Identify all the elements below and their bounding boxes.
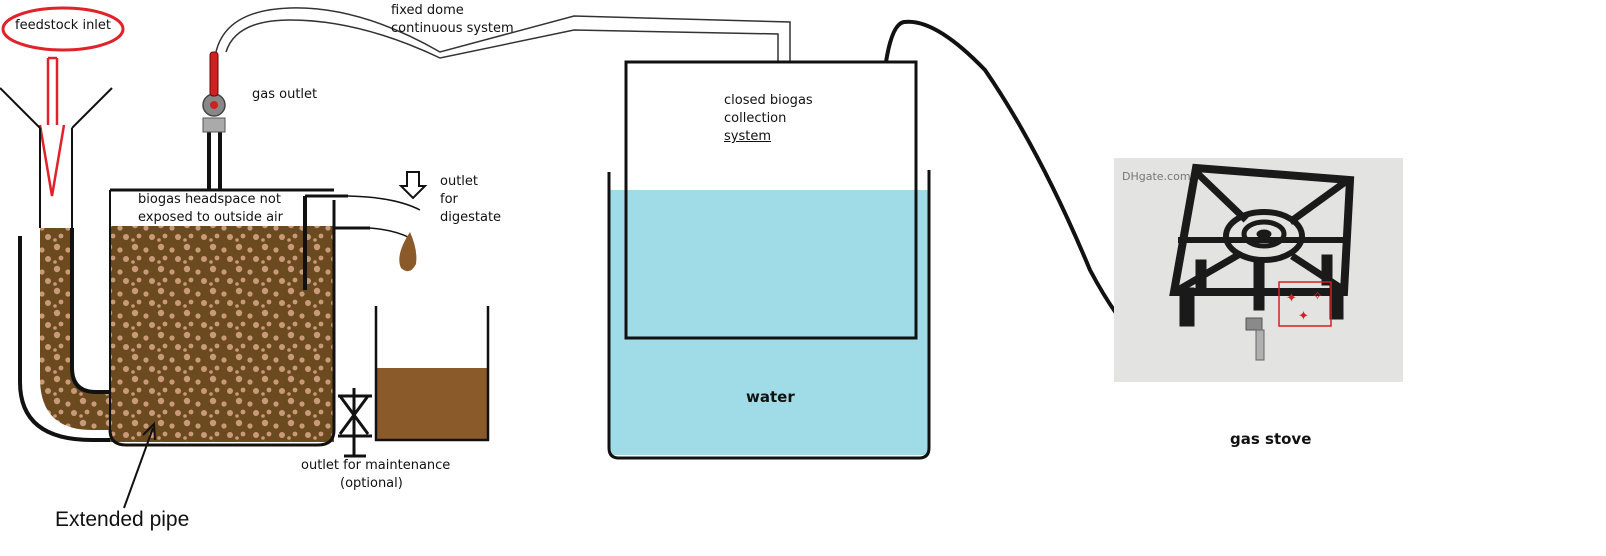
label-extended-pipe: Extended pipe [55, 508, 190, 531]
feed-arrow-icon [38, 56, 66, 197]
digestate-container [374, 306, 490, 442]
label-water: water [746, 388, 795, 406]
label-headspace-line1: biogas headspace not [138, 192, 281, 207]
label-continuous-system: continuous system [391, 21, 514, 36]
label-maintenance-2: (optional) [340, 476, 403, 491]
label-gas-stove: gas stove [1230, 430, 1312, 448]
svg-text:✦: ✦ [1298, 309, 1309, 324]
label-outlet-digestate-2: for [440, 192, 458, 207]
label-feedstock-inlet: feedstock inlet [15, 18, 112, 33]
digester-slurry [110, 226, 334, 442]
label-collection-2: collection [724, 111, 787, 126]
label-gas-outlet: gas outlet [252, 87, 318, 102]
label-collection-3: system [724, 129, 771, 144]
digestate-liquid [376, 368, 488, 440]
extended-pipe-arrow-icon [123, 421, 156, 509]
water-body [610, 190, 928, 455]
gas-stove-icon [1169, 163, 1355, 361]
feedstock-inlet-highlight [1, 6, 125, 52]
label-fixed-dome: fixed dome [391, 3, 464, 18]
inlet-funnel [0, 87, 113, 228]
stove-watermark: DHgate.com [1122, 170, 1191, 183]
gas-collection-dome [624, 60, 918, 340]
gas-valve-icon [202, 51, 226, 133]
label-collection-1: closed biogas [724, 93, 813, 108]
red-seal-stamp-icon: ✦ ✧ ✦ [1278, 281, 1332, 327]
water-tank [607, 170, 931, 460]
digestate-outlet-pipe [303, 194, 421, 290]
svg-text:✧: ✧ [1312, 289, 1323, 304]
digestate-arrow-icon [398, 171, 428, 200]
gas-hose [215, 7, 791, 62]
label-outlet-digestate-3: digestate [440, 210, 502, 225]
label-maintenance-1: outlet for maintenance [301, 458, 451, 473]
gas-outlet-pipe [207, 130, 222, 190]
maintenance-valve-icon [338, 388, 372, 458]
label-headspace-line2: exposed to outside air [138, 210, 283, 225]
gas-hose-inner [225, 19, 779, 62]
svg-text:✦: ✦ [1286, 291, 1297, 306]
digestate-drop [399, 232, 417, 272]
label-outlet-digestate-1: outlet [440, 174, 478, 189]
